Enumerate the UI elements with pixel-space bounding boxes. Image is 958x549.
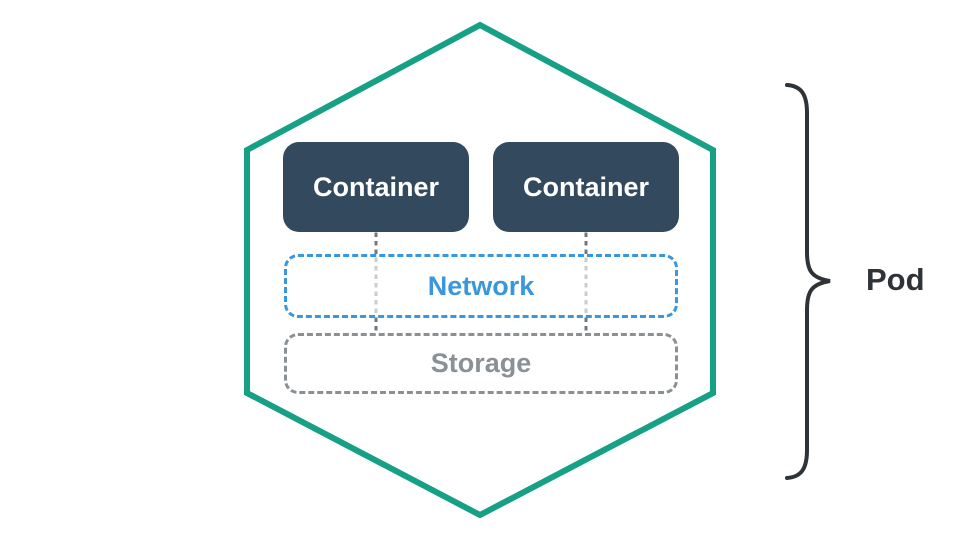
pod-brace: [785, 83, 831, 480]
container-1-label: Container: [312, 171, 439, 202]
container-box-2: Container: [493, 142, 679, 232]
pod-label: Pod: [866, 262, 925, 297]
pod-hexagon-outline: [244, 21, 716, 519]
container-2-label: Container: [522, 171, 649, 202]
container-box-1: Container: [283, 142, 469, 232]
storage-box: Storage: [284, 333, 678, 394]
storage-label: Storage: [430, 348, 532, 378]
network-box: Network: [284, 254, 678, 318]
network-label: Network: [427, 270, 535, 301]
